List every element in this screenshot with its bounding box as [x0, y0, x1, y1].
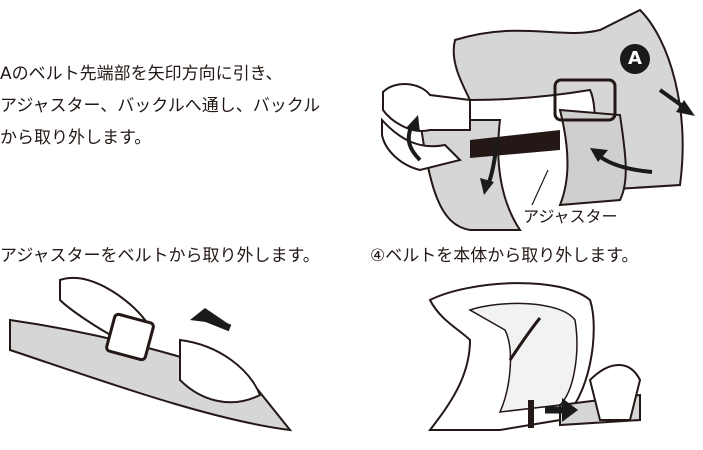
step3-instruction: アジャスターをベルトから取り外します。: [0, 246, 320, 266]
step2-instruction-line3: から取り外します。: [0, 128, 152, 148]
step2-instruction-line1: Aのベルト先端部を矢印方向に引き、: [0, 64, 283, 84]
step2-instruction-line2: アジャスター、バックルへ通し、バックル: [0, 96, 321, 116]
step4-instruction: ④ベルトを本体から取り外します。: [370, 246, 639, 266]
marker-a: A: [620, 44, 650, 74]
adjuster-label: アジャスター: [523, 207, 618, 226]
